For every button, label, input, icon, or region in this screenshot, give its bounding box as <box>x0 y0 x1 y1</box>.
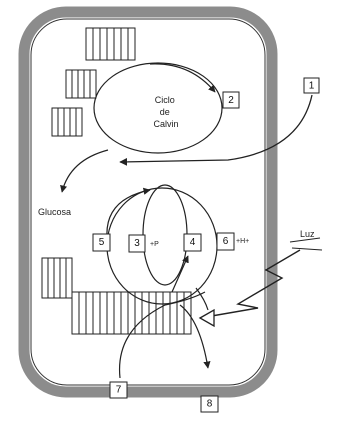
svg-text:7: 7 <box>116 385 122 396</box>
box-5: 5 <box>92 233 111 252</box>
box-8: 8 <box>200 395 219 413</box>
svg-text:4: 4 <box>190 237 196 248</box>
svg-text:8: 8 <box>207 399 213 410</box>
thylakoid-stacks-top <box>51 27 136 137</box>
light-ray-icon <box>289 237 323 251</box>
svg-text:6: 6 <box>223 236 229 247</box>
numbered-boxes: 1 2 3 4 5 6 7 8 <box>92 77 320 413</box>
lightning-bolt-icon <box>199 249 301 319</box>
svg-text:Ciclo de Calvin: Ciclo de Calvin <box>153 95 178 129</box>
box-7: 7 <box>109 381 128 399</box>
box-4: 4 <box>183 233 202 252</box>
light-label: Luz <box>300 229 315 239</box>
arrow-to-glucose <box>60 149 109 193</box>
label-plus-p: +P <box>150 241 159 248</box>
arrow-into-4 <box>171 255 189 293</box>
calvin-line-3: Calvin <box>153 119 178 129</box>
box-1: 1 <box>303 77 320 94</box>
chloroplast-outer-membrane <box>18 6 278 398</box>
svg-text:2: 2 <box>228 95 234 106</box>
svg-text:1: 1 <box>309 81 315 92</box>
thylakoid-stacks-bottom <box>41 257 192 335</box>
svg-text:3: 3 <box>134 238 140 249</box>
arrow-from-1 <box>119 94 313 166</box>
arrow-to-8 <box>179 304 211 369</box>
box-2: 2 <box>222 91 240 109</box>
chloroplast-inner-membrane <box>30 18 266 386</box>
box-6: 6 <box>216 232 235 251</box>
label-plus-h: +H+ <box>236 238 249 245</box>
calvin-cycle-arrow <box>149 63 216 93</box>
light-arrowhead-icon <box>198 308 215 328</box>
svg-text:5: 5 <box>99 237 105 248</box>
arrow-from-7 <box>118 291 206 379</box>
calvin-line-1: Ciclo <box>155 95 175 105</box>
calvin-cycle-ellipse <box>93 62 223 154</box>
calvin-line-2: de <box>160 107 170 117</box>
glucose-label: Glucosa <box>38 207 71 217</box>
box-3: 3 <box>128 234 146 253</box>
